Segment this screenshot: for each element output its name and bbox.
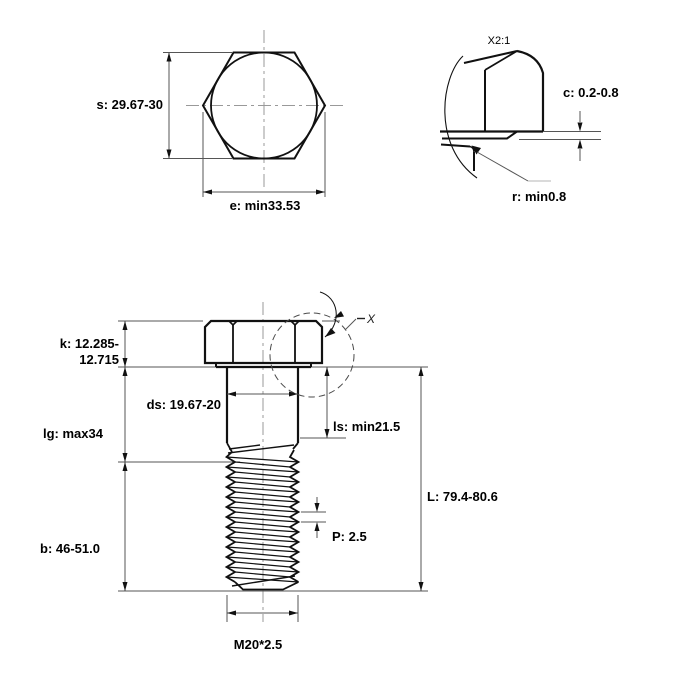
arrowhead — [122, 582, 128, 591]
b-dimension-label: b: 46-51.0 — [40, 541, 100, 556]
detail-callout: X — [269, 291, 376, 398]
fillet-arrowhead — [471, 145, 481, 155]
arrowhead — [325, 328, 336, 337]
arrowhead-pair — [122, 358, 128, 376]
ls-dimension: ls: min21.5 — [324, 367, 400, 438]
arrowhead — [577, 139, 583, 149]
arrowhead — [418, 367, 424, 376]
e-dimension-label: e: min33.53 — [230, 198, 301, 213]
r-dimension: r: min0.8 — [471, 145, 566, 204]
s-dimension-label: s: 29.67-30 — [97, 97, 164, 112]
ds-dimension: ds: 19.67-20 — [147, 391, 298, 412]
arrowhead — [334, 311, 344, 318]
detail-circle — [269, 312, 355, 398]
head-outline — [203, 319, 324, 365]
detail-view-x: X2:1 c: 0.2-0.8 r: min0.8 — [440, 35, 619, 204]
ls-dimension-label: ls: min21.5 — [333, 419, 400, 434]
thread-runout-lines — [227, 444, 295, 454]
leader-line — [476, 151, 529, 182]
detail-boundary-arc — [444, 55, 478, 179]
s-dimension: s: 29.67-30 — [97, 52, 232, 159]
detail-reference-label: X — [366, 312, 376, 326]
detail-scale-label: X2:1 — [488, 35, 511, 47]
arrowhead — [227, 391, 236, 397]
chamfer-facet-edge — [484, 50, 518, 71]
arrowhead — [227, 610, 236, 616]
tip-runout-line — [231, 575, 296, 587]
washer-face-edge — [442, 130, 518, 140]
facet-lines — [232, 325, 296, 363]
thread-designation-label: M20*2.5 — [234, 637, 282, 652]
tip-chamfer — [234, 581, 299, 591]
p-dimension-label: P: 2.5 — [332, 529, 367, 544]
arrowhead-pair — [122, 453, 128, 471]
arrowhead — [122, 321, 128, 330]
e-dimension: e: min33.53 — [202, 112, 326, 213]
arrowhead — [324, 429, 330, 438]
c-dimension-label: c: 0.2-0.8 — [563, 85, 619, 100]
l-dimension: L: 79.4-80.6 — [418, 367, 498, 591]
arrowhead — [316, 189, 325, 195]
arrowhead — [418, 582, 424, 591]
ds-dimension-label: ds: 19.67-20 — [147, 397, 221, 412]
head-corner-profile — [440, 49, 601, 171]
thread-designation-dimension: M20*2.5 — [226, 595, 299, 652]
head-rounded-corner — [516, 49, 545, 131]
arrowhead — [314, 503, 320, 512]
arrowhead — [324, 367, 330, 376]
top-view: s: 29.67-30 e: min33.53 — [97, 30, 343, 213]
inscribed-circle — [210, 51, 318, 160]
thread-runout-chamfer — [226, 442, 299, 453]
arrowhead — [166, 149, 172, 159]
arrowhead — [289, 391, 298, 397]
arrowhead — [203, 189, 212, 195]
arrowhead — [166, 52, 172, 62]
threaded-section — [224, 449, 301, 591]
shank — [225, 367, 300, 454]
leader-line — [344, 318, 357, 331]
shank-edges — [225, 367, 300, 443]
k-dimension-label-line2: 12.715 — [79, 352, 119, 367]
hex-head-outline — [201, 51, 327, 160]
p-dimension: P: 2.5 — [301, 497, 367, 544]
front-view: X k: 12.285- 12.715 lg: max34 b: 46-51.0… — [40, 291, 498, 652]
lg-dimension-label: lg: max34 — [43, 426, 104, 441]
bolt-head — [203, 319, 324, 369]
head-top-edge — [463, 50, 518, 64]
k-dimension-label-line1: k: 12.285- — [60, 336, 119, 351]
r-dimension-label: r: min0.8 — [512, 189, 566, 204]
arrowhead — [314, 522, 320, 531]
c-dimension: c: 0.2-0.8 — [563, 85, 619, 161]
bearing-surface-edge — [440, 143, 471, 148]
k-lg-b-dimensions: k: 12.285- 12.715 lg: max34 b: 46-51.0 — [40, 321, 128, 591]
fillet-radius-curve — [469, 145, 475, 153]
arrowhead — [289, 610, 298, 616]
l-dimension-label: L: 79.4-80.6 — [427, 489, 498, 504]
thread-crest-lines — [226, 456, 299, 583]
arrowhead — [577, 122, 583, 132]
